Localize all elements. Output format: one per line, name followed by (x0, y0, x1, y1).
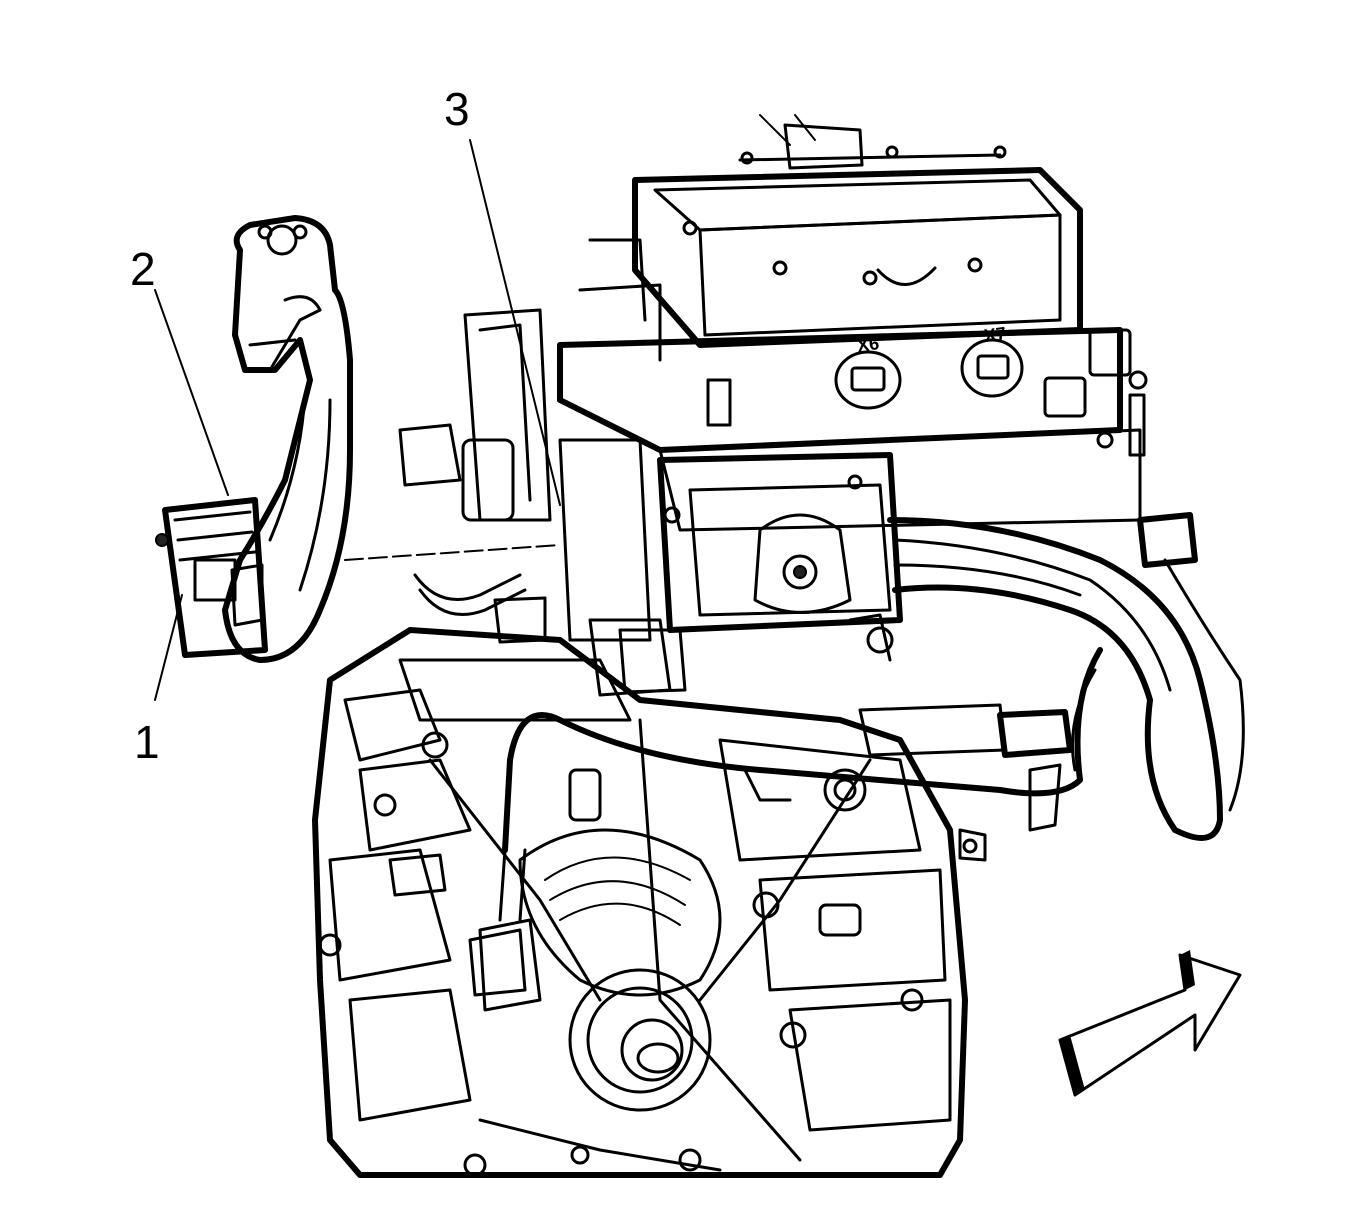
callout-3: 3 (444, 83, 470, 135)
leader-lines (154, 139, 561, 701)
wiring-harness (155, 215, 353, 663)
front-direction-arrow-icon (1058, 950, 1242, 1097)
callout-1: 1 (134, 716, 160, 768)
transaxle-housing (312, 627, 987, 1178)
high-voltage-cable (468, 512, 1245, 1012)
callout-2: 2 (130, 243, 156, 295)
power-inverter-module: X6 X7 (398, 114, 1148, 697)
